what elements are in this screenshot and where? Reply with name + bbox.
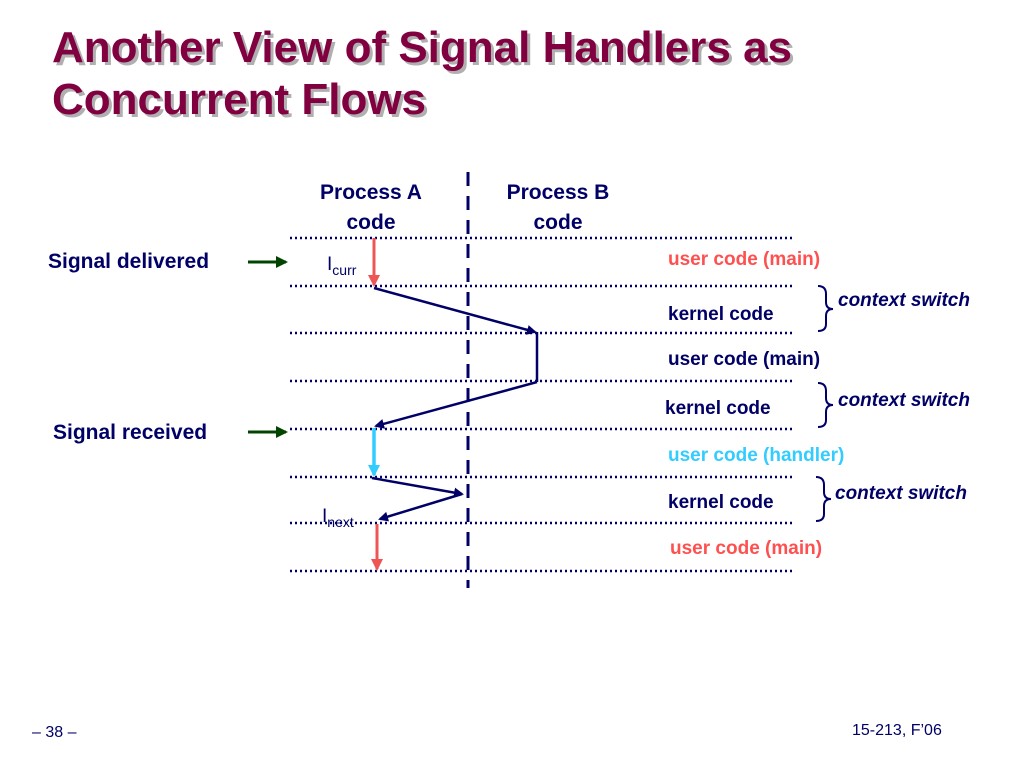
course-label: 15-213, F’06: [852, 722, 942, 739]
icurr-sub: curr: [332, 262, 357, 278]
process-a-header-line-1: Process A: [320, 181, 422, 204]
context-switch-brace: [817, 382, 834, 428]
segment-label-user-main-3: user code (main): [670, 538, 823, 559]
process-b-header-line-1: Process B: [506, 181, 610, 204]
slide-title: Another View of Signal Handlers as Concu…: [52, 22, 992, 126]
flow-kernel-to-main: [378, 492, 463, 522]
flow-b-to-a: [374, 380, 538, 429]
process-b-header-line-2: code: [533, 211, 583, 234]
time-boundaries: [290, 236, 795, 573]
segment-label-kernel-1: kernel code: [668, 304, 774, 325]
icurr-marker: Icurr: [327, 254, 356, 278]
context-switch-brace: [817, 285, 834, 332]
slide-title-line-2: Concurrent Flows: [52, 75, 427, 124]
flow-handler-to-kernel: [371, 476, 464, 498]
control-flow: [371, 286, 539, 522]
inext-main: I: [322, 506, 328, 527]
segment-label-user-handler: user code (handler): [668, 445, 845, 466]
slide-title-line-1: Another View of Signal Handlers as: [52, 23, 793, 72]
context-switch-label-3: context switch: [835, 483, 967, 504]
signal-received-label: Signal received: [53, 421, 208, 444]
context-switch-label-1: context switch: [838, 290, 970, 311]
process-b-header: Process B code: [478, 178, 638, 238]
flow-a-to-b: [373, 286, 537, 335]
segment-label-kernel-2: kernel code: [665, 398, 771, 419]
segment-label-user-main-2: user code (main): [668, 349, 821, 370]
segment-label-user-main-1: user code (main): [668, 249, 821, 270]
process-a-header-line-2: code: [346, 211, 396, 234]
page-number: – 38 –: [32, 724, 77, 741]
inext-marker: Inext: [322, 506, 354, 530]
context-switch-brace: [815, 476, 832, 522]
inext-sub: next: [327, 514, 354, 530]
segment-label-kernel-3: kernel code: [668, 492, 774, 513]
signal-delivered-label: Signal delivered: [48, 250, 210, 273]
icurr-main: I: [327, 254, 333, 275]
process-a-header: Process A code: [291, 178, 451, 238]
context-switch-label-2: context switch: [838, 390, 970, 411]
context-switch-braces: [815, 285, 834, 522]
